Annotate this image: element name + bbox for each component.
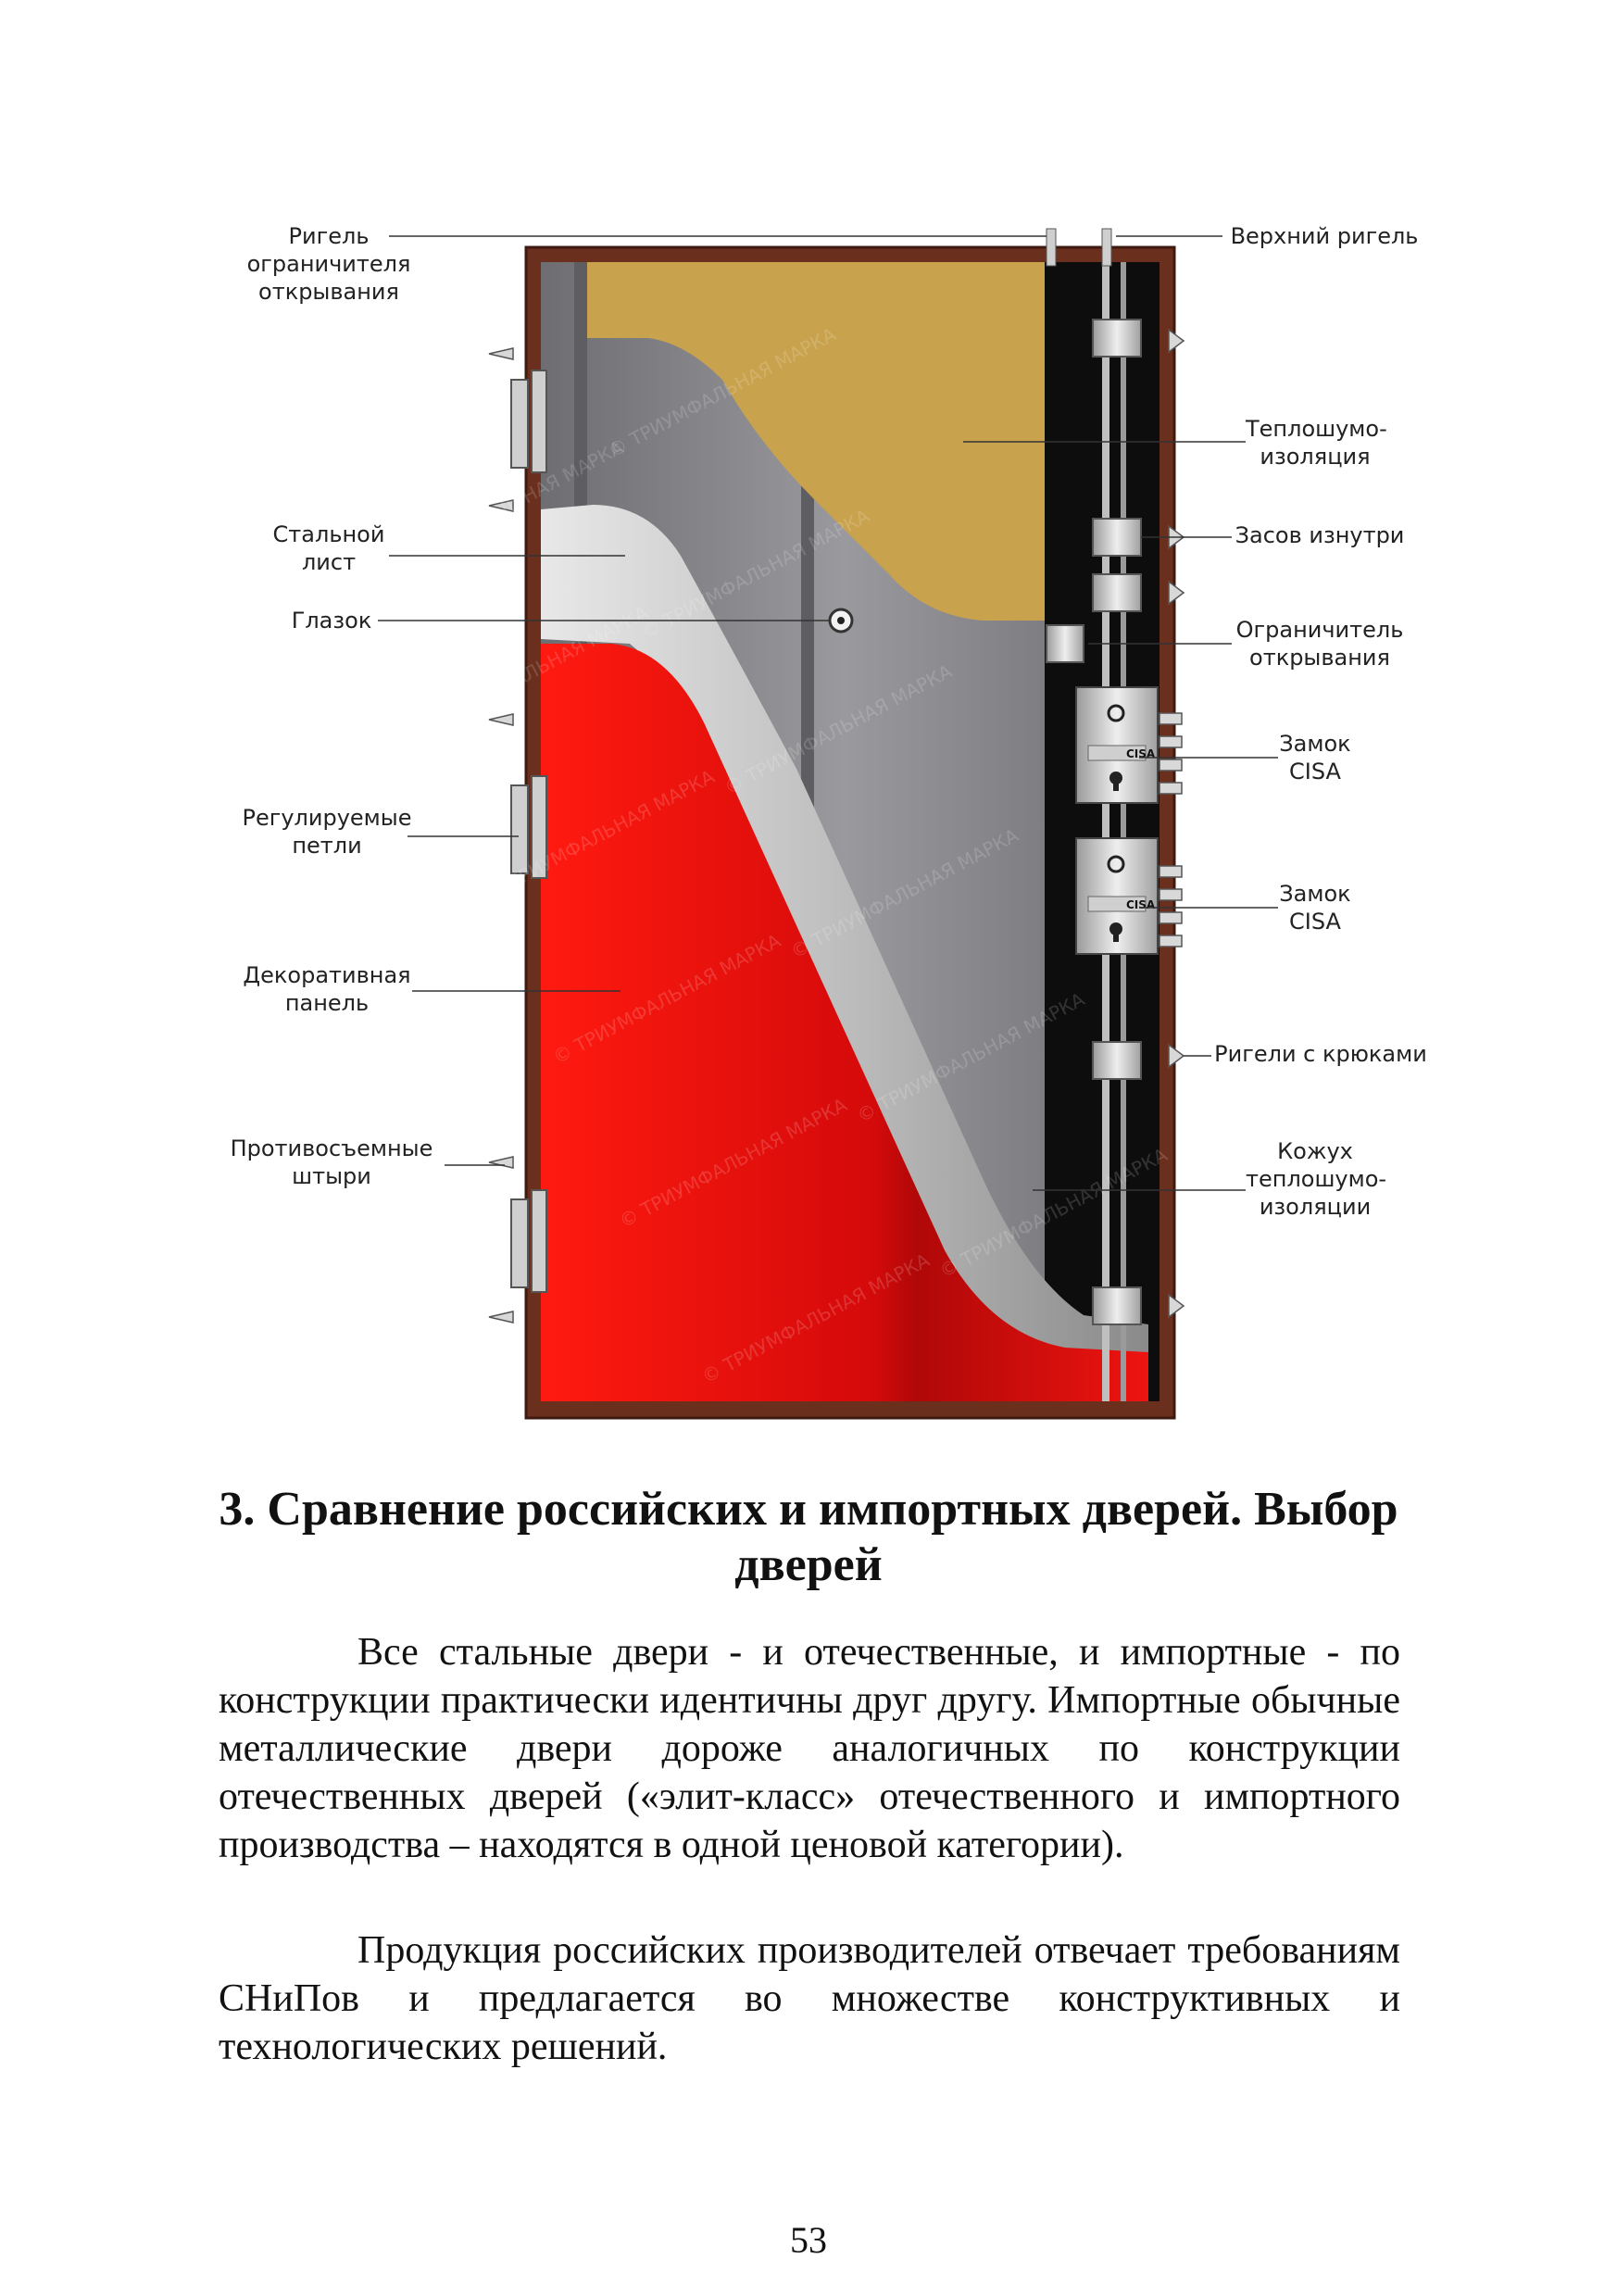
hinge-bottom	[511, 1190, 546, 1292]
body-paragraph-1: Все стальные двери - и отечественные, и …	[219, 1628, 1400, 1869]
label-steel-sheet: Стальной лист	[269, 521, 389, 576]
cisa-logo-1: CISA	[1126, 747, 1156, 760]
vertical-rod	[1121, 262, 1126, 1401]
label-lock-cisa-2: Замок CISA	[1269, 880, 1361, 935]
section-heading: 3. Сравнение российских и импортных двер…	[185, 1482, 1432, 1593]
cisa-lock-2: CISA	[1076, 838, 1158, 954]
label-anti-removal-pins: Противосъемные штыри	[220, 1135, 443, 1190]
hinge-top	[511, 370, 546, 472]
door-illustration: CISA CISA © ТРИУМФАЛЬНАЯ МАРКА © ТРИУМФА…	[0, 0, 1617, 1445]
label-decorative-panel: Декоративная панель	[239, 961, 415, 1017]
door-diagram: CISA CISA © ТРИУМФАЛЬНАЯ МАРКА © ТРИУМФА…	[0, 0, 1617, 1445]
label-top-bolt: Верхний ригель	[1222, 222, 1426, 250]
label-insulation-casing: Кожух теплошумо- изоляции	[1246, 1137, 1385, 1221]
body-paragraph-2: Продукция российских производителей отве…	[219, 1926, 1400, 2071]
label-hook-bolts: Ригели с крюками	[1210, 1040, 1432, 1068]
label-restrictor-bolt: Ригель ограничителя открывания	[236, 222, 421, 306]
label-inner-latch: Засов изнутри	[1232, 521, 1408, 549]
label-adjustable-hinges: Регулируемые петли	[239, 804, 415, 859]
top-bolt-rod	[1102, 229, 1111, 266]
cisa-logo-2: CISA	[1126, 898, 1156, 911]
vertical-rod	[1102, 262, 1109, 1401]
label-opening-restrictor: Ограничитель открывания	[1232, 616, 1408, 671]
label-lock-cisa-1: Замок CISA	[1269, 730, 1361, 785]
top-bolt-rod	[1047, 229, 1056, 266]
cisa-lock-1: CISA	[1076, 687, 1158, 803]
page-number: 53	[0, 2218, 1617, 2262]
label-peephole: Глазок	[285, 607, 378, 634]
label-insulation: Теплошумо- изоляция	[1246, 415, 1385, 470]
